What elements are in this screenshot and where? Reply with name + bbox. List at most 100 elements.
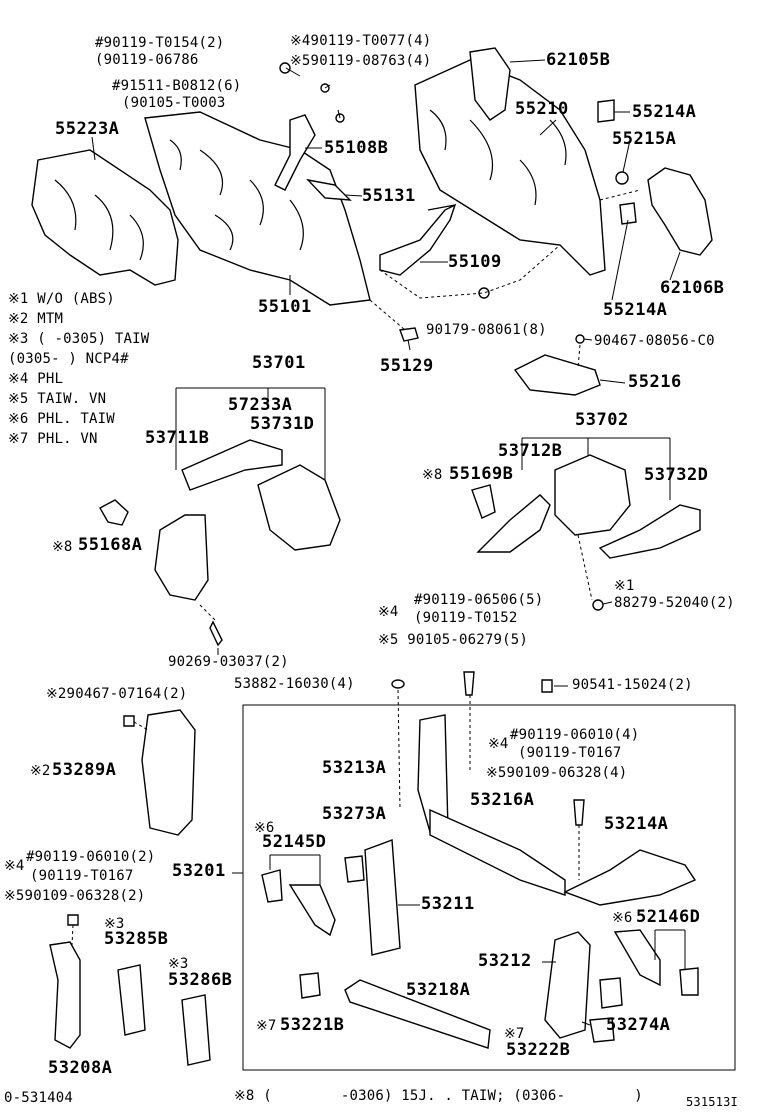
fastener-label: (90119-T0167 xyxy=(30,868,134,884)
part-label-55169B: 55169B xyxy=(449,464,514,484)
marker-7: ※7 xyxy=(504,1026,525,1042)
legend-line: ※3 ( -0305) TAIW xyxy=(8,331,150,347)
legend-line: ※2 MTM xyxy=(8,311,64,327)
part-label-53212: 53212 xyxy=(478,951,532,971)
part-label-55214A-bot: 55214A xyxy=(603,300,668,320)
assembly-53201-box xyxy=(242,704,736,1071)
part-label-53216A: 53216A xyxy=(470,790,535,810)
part-53222B-shape xyxy=(589,1017,615,1043)
part-label-55214A-top: 55214A xyxy=(632,102,697,122)
part-62106B-shape xyxy=(647,167,713,256)
part-53286B-shape xyxy=(181,994,211,1066)
part-label-62106B: 62106B xyxy=(660,278,725,298)
part-53212-shape xyxy=(544,931,591,1039)
fastener-label: ※490119-T0077(4) xyxy=(290,33,432,49)
part-52146D-shape xyxy=(613,929,661,987)
part-label-53712B: 53712B xyxy=(498,441,563,461)
part-53221B-shape xyxy=(299,972,321,999)
part-label-55101: 55101 xyxy=(258,297,312,317)
fastener-label: 53882-16030(4) xyxy=(234,676,355,692)
part-53208A-shape xyxy=(49,941,81,1049)
marker-3: ※3 xyxy=(104,916,125,932)
part-55109-shape xyxy=(379,203,457,276)
part-label-53732D: 53732D xyxy=(644,465,709,485)
fastener-label: ※5 90105-06279(5) xyxy=(378,632,528,648)
footer-right-code: 531513I xyxy=(686,1095,738,1109)
part-label-53289A: 53289A xyxy=(52,760,117,780)
fastener-label: (90119-T0152 xyxy=(414,610,518,626)
part-label-62105B: 62105B xyxy=(546,50,611,70)
part-label-55215A: 55215A xyxy=(612,129,677,149)
part-53211-shape xyxy=(364,839,401,956)
part-label-53702: 53702 xyxy=(575,410,629,430)
part-label-53731D: 53731D xyxy=(250,414,315,434)
part-53702-center-shape xyxy=(554,454,631,536)
part-53732D-shape xyxy=(598,504,701,559)
fastener-label: 90269-03037(2) xyxy=(168,654,289,670)
fastener-label: (90119-T0167 xyxy=(518,745,622,761)
part-label-53211: 53211 xyxy=(421,894,475,914)
part-label-53285B: 53285B xyxy=(104,929,169,949)
part-55129-shape xyxy=(399,327,419,342)
part-55214A-top-shape xyxy=(597,99,615,123)
fastener-label: 90467-08056-C0 xyxy=(594,333,715,349)
fastener-label: (90119-06786 xyxy=(95,52,199,68)
legend-line: ※7 PHL. VN xyxy=(8,431,98,447)
part-62105B-shape xyxy=(469,47,511,121)
part-label-53274A: 53274A xyxy=(606,1015,671,1035)
part-53285B-shape xyxy=(117,964,146,1036)
part-53712B-shape xyxy=(476,494,551,553)
part-label-53711B: 53711B xyxy=(145,428,210,448)
legend-line: ※5 TAIW. VN xyxy=(8,391,107,407)
legend-line: ※1 W/O (ABS) xyxy=(8,291,115,307)
part-label-53286B: 53286B xyxy=(168,970,233,990)
part-label-53701: 53701 xyxy=(252,353,306,373)
part-53274A-shape xyxy=(599,977,623,1009)
part-52145D-shape xyxy=(261,869,283,903)
part-53711B-shape xyxy=(154,514,209,601)
part-label-53213A: 53213A xyxy=(322,758,387,778)
fastener-label: #90119-T0154(2) xyxy=(95,35,225,51)
fastener-label: ※590119-08763(4) xyxy=(290,53,432,69)
fastener-label: (90105-T0003 xyxy=(122,95,226,111)
legend-line: ※6 PHL. TAIW xyxy=(8,411,115,427)
part-label-57233A: 57233A xyxy=(228,395,293,415)
fastener-label: #90119-06010(2) xyxy=(26,849,156,865)
part-53218A-shape xyxy=(344,979,491,1049)
legend-line: (0305- ) NCP4# xyxy=(8,351,129,367)
part-label-55131: 55131 xyxy=(362,186,416,206)
part-label-55108B: 55108B xyxy=(324,138,389,158)
marker-4: ※4 xyxy=(4,858,25,874)
fastener-label: #90119-06010(4) xyxy=(510,727,640,743)
fastener-label: 90179-08061(8) xyxy=(426,322,547,338)
part-55210-shape xyxy=(414,59,606,276)
part-label-55109: 55109 xyxy=(448,252,502,272)
part-label-52145D: 52145D xyxy=(262,832,327,852)
part-55108B-shape xyxy=(274,114,316,191)
part-label-55129: 55129 xyxy=(380,356,434,376)
fastener-label: #90119-06506(5) xyxy=(414,592,544,608)
part-53731D-shape xyxy=(257,464,341,551)
part-55169B-shape xyxy=(471,484,496,519)
part-57233A-shape xyxy=(181,439,283,491)
fastener-label: ※590109-06328(4) xyxy=(486,765,628,781)
part-label-53221B: 53221B xyxy=(280,1015,345,1035)
part-53216A-shape xyxy=(429,808,566,896)
marker-6: ※6 xyxy=(612,910,633,926)
footer-note: ※8 ( -0306) 15J. . TAIW; (0306- ) xyxy=(234,1088,643,1104)
part-label-53273A: 53273A xyxy=(322,804,387,824)
part-label-55210: 55210 xyxy=(515,99,569,119)
marker-7: ※7 xyxy=(256,1018,277,1034)
marker-2: ※2 xyxy=(30,763,51,779)
part-55131-shape xyxy=(306,178,352,201)
marker-8: ※8 xyxy=(422,467,443,483)
marker-8: ※8 xyxy=(52,539,73,555)
marker-6: ※6 xyxy=(254,820,275,836)
part-label-55216: 55216 xyxy=(628,372,682,392)
legend-line: ※4 PHL xyxy=(8,371,64,387)
part-label-53208A: 53208A xyxy=(48,1058,113,1078)
fastener-label: #91511-B0812(6) xyxy=(112,78,242,94)
marker-3: ※3 xyxy=(168,956,189,972)
fastener-label: 88279-52040(2) xyxy=(614,595,735,611)
part-label-53201: 53201 xyxy=(172,861,226,881)
